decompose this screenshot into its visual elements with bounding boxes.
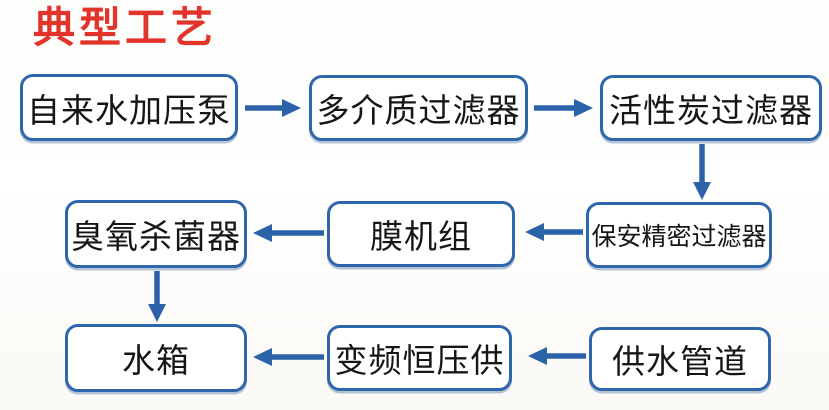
node-label: 保安精密过滤器 [591,223,767,251]
node-label: 水箱 [122,342,190,379]
node-label: 多介质过滤器 [316,92,521,129]
node-vfd-constant-pressure-supply: 变频恒压供 [327,325,512,391]
node-membrane-unit: 膜机组 [327,201,515,267]
arrow-ozone-to-tank-down-icon [148,271,166,322]
page-title: 典型工艺 [33,4,218,51]
arrow-carbon-to-precision-down-icon [693,144,711,200]
arrow-vfd-to-tank-left-icon [253,348,324,366]
arrow-multimedia-to-carbon-right-icon [534,99,593,117]
node-water-tank: 水箱 [65,324,247,392]
node-water-supply-pipeline: 供水管道 [589,327,771,391]
node-label: 供水管道 [612,343,748,380]
node-label: 自来水加压泵 [27,91,231,129]
node-ozone-sterilizer: 臭氧杀菌器 [65,200,247,268]
node-activated-carbon-filter: 活性炭过滤器 [600,75,822,141]
node-label: 活性炭过滤器 [609,92,813,129]
node-multi-media-filter: 多介质过滤器 [309,75,528,141]
node-label: 膜机组 [370,218,472,255]
arrow-precision-to-membrane-left-icon [525,223,583,241]
arrow-pipeline-to-vfd-left-icon [528,347,586,365]
arrow-membrane-to-ozone-left-icon [253,224,324,242]
node-label: 变频恒压供 [334,342,505,379]
node-tap-water-pressure-pump: 自来水加压泵 [20,74,238,141]
node-label: 臭氧杀菌器 [71,218,241,255]
node-security-precision-filter: 保安精密过滤器 [586,202,772,268]
arrow-pump-to-multimedia-right-icon [245,99,301,117]
